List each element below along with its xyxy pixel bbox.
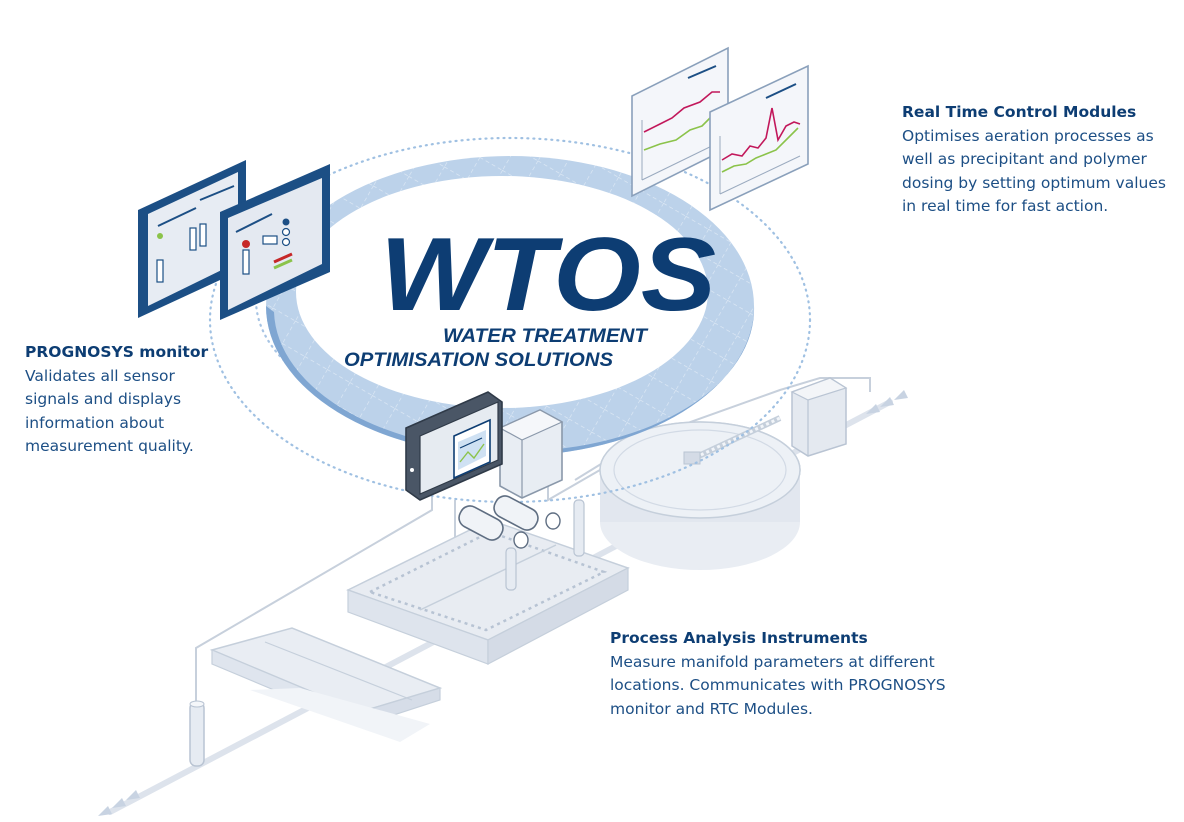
wtos-ring bbox=[208, 136, 812, 504]
rtc-modules-callout: Real Time Control Modules Optimises aera… bbox=[902, 101, 1172, 219]
rtc-modules-description: Optimises aeration processes as well as … bbox=[902, 126, 1166, 216]
flow-arrows-right bbox=[866, 390, 908, 414]
controller-main-box bbox=[405, 391, 503, 501]
prognosys-monitor-title: PROGNOSYS monitor bbox=[25, 343, 209, 361]
prognosys-screen-icon bbox=[138, 160, 330, 320]
tank-probes bbox=[505, 499, 585, 591]
sensor-probe-icon bbox=[189, 700, 205, 767]
wtos-wordmark: WTOS bbox=[380, 217, 716, 333]
clarifier-tank-icon bbox=[599, 415, 801, 570]
wtos-tagline-line1: WATER TREATMENT bbox=[443, 326, 649, 347]
wtos-logo: WTOS WATER TREATMENT OPTIMISATION SOLUTI… bbox=[344, 217, 716, 371]
settling-basin-icon bbox=[209, 627, 443, 742]
controller-secondary-box bbox=[498, 409, 564, 499]
prognosys-monitor-description: Validates all sensor signals and display… bbox=[25, 366, 194, 456]
process-analysis-title: Process Analysis Instruments bbox=[610, 629, 868, 647]
rtc-modules-title: Real Time Control Modules bbox=[902, 103, 1137, 121]
rtc-chart-panel-icon bbox=[631, 46, 809, 212]
prognosys-screen-back bbox=[138, 160, 246, 318]
prognosys-monitor-callout: PROGNOSYS monitor Validates all sensor s… bbox=[25, 341, 225, 459]
flow-arrows-left bbox=[98, 790, 140, 816]
prognosys-screen-front bbox=[220, 164, 330, 320]
process-analysis-description: Measure manifold parameters at different… bbox=[610, 652, 946, 718]
junction-box-icon bbox=[790, 377, 848, 457]
wtos-tagline-line2: OPTIMISATION SOLUTIONS bbox=[344, 350, 613, 371]
controller-unit-icon bbox=[405, 391, 564, 501]
process-analysis-callout: Process Analysis Instruments Measure man… bbox=[610, 627, 950, 721]
sensor-probe-icon bbox=[458, 495, 561, 549]
aeration-tank-icon bbox=[346, 519, 630, 665]
rtc-chart-back bbox=[631, 46, 729, 198]
rtc-chart-front bbox=[709, 64, 809, 212]
